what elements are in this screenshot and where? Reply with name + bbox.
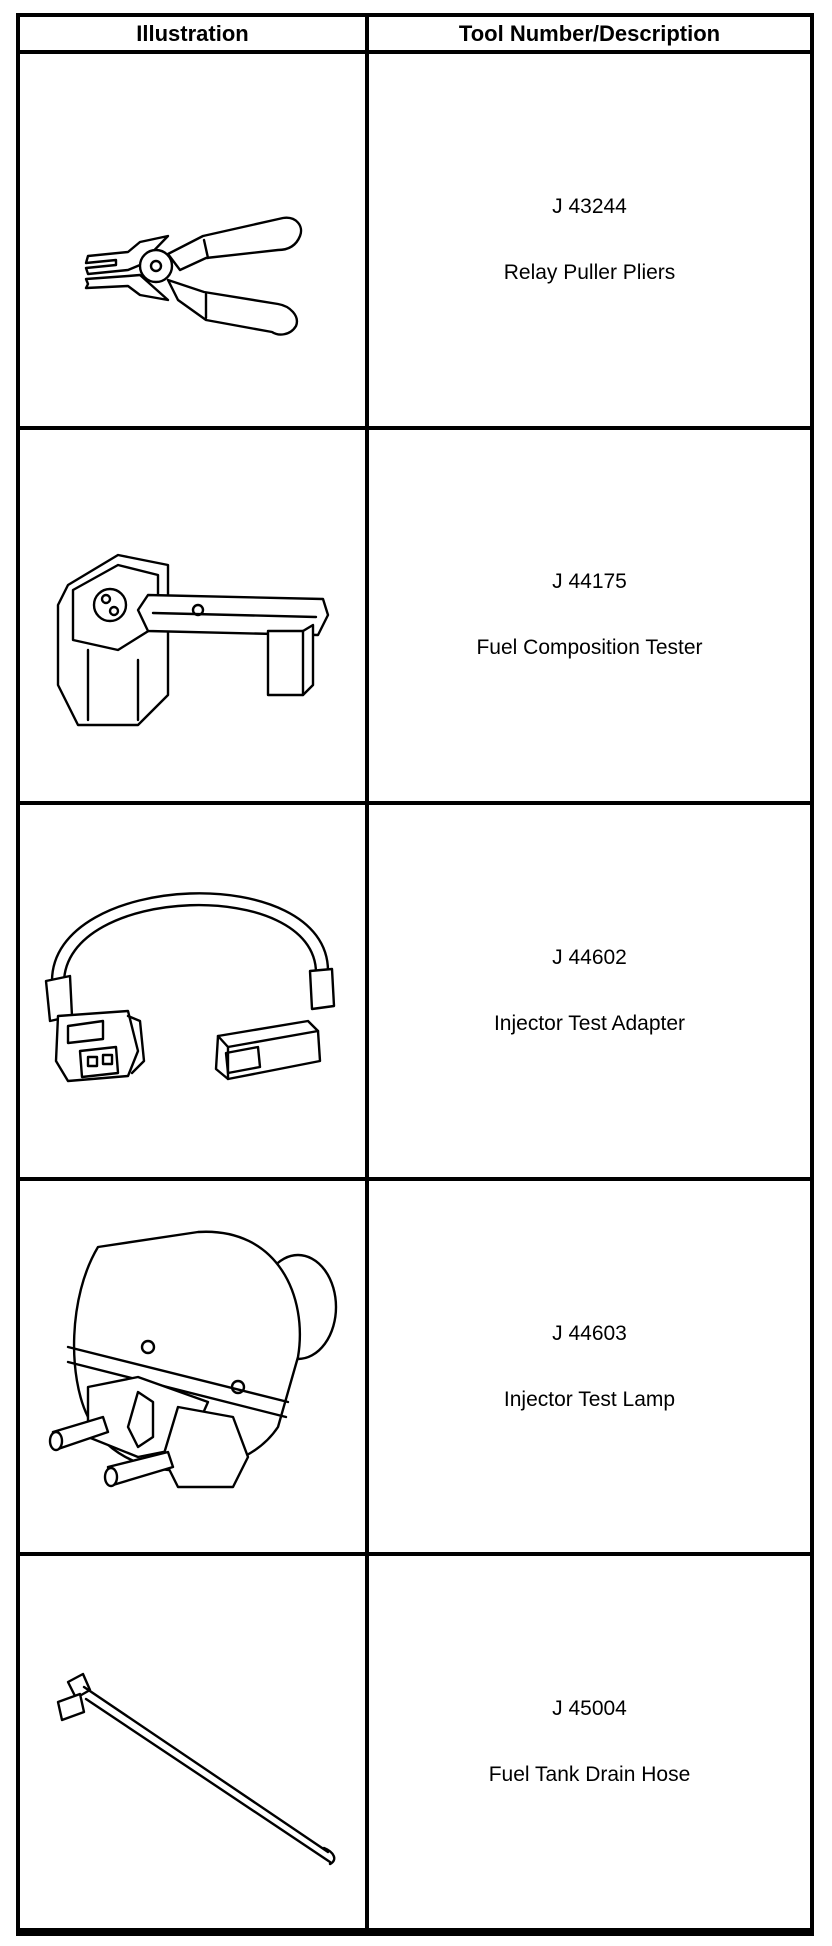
- tool-number: J 44602: [552, 945, 627, 969]
- row-divider: [20, 50, 810, 54]
- injector-test-adapter-illustration: [20, 805, 365, 1177]
- tool-number: J 44603: [552, 1321, 627, 1345]
- tool-number: J 43244: [552, 194, 627, 218]
- column-divider: [365, 54, 369, 426]
- column-divider: [365, 1556, 369, 1928]
- row-divider: [20, 1176, 810, 1181]
- header-illustration: Illustration: [136, 20, 249, 46]
- tool-name: Injector Test Lamp: [503, 1387, 676, 1411]
- column-divider: [365, 1180, 369, 1553]
- tool-number: J 45004: [552, 1697, 627, 1721]
- column-divider: [365, 429, 369, 802]
- tool-name: Fuel Composition Tester: [476, 636, 703, 660]
- fuel-composition-tester-illustration: [20, 430, 365, 802]
- injector-test-lamp-illustration: [20, 1181, 365, 1553]
- tool-description: J 44603 Injector Test Lamp: [369, 1181, 810, 1553]
- tool-description: J 45004 Fuel Tank Drain Hose: [369, 1556, 810, 1928]
- tool-number: J 44175: [552, 570, 627, 594]
- tool-name: Injector Test Adapter: [493, 1011, 686, 1035]
- row-divider: [20, 425, 810, 430]
- row-divider: [20, 801, 810, 806]
- column-divider: [365, 17, 369, 50]
- tool-table: Illustration Tool Number/Description J 4…: [16, 13, 814, 1936]
- fuel-tank-drain-hose-illustration: [20, 1556, 365, 1928]
- tool-name: Fuel Tank Drain Hose: [488, 1763, 691, 1787]
- row-divider: [20, 1552, 810, 1557]
- tool-description: J 44175 Fuel Composition Tester: [369, 430, 810, 802]
- tool-description: J 43244 Relay Puller Pliers: [369, 54, 810, 426]
- row-divider: [20, 1928, 810, 1932]
- tool-description: J 44602 Injector Test Adapter: [369, 805, 810, 1177]
- header-description: Tool Number/Description: [458, 20, 721, 46]
- tool-name: Relay Puller Pliers: [503, 260, 676, 284]
- relay-puller-pliers-illustration: [20, 54, 365, 426]
- column-divider: [365, 805, 369, 1177]
